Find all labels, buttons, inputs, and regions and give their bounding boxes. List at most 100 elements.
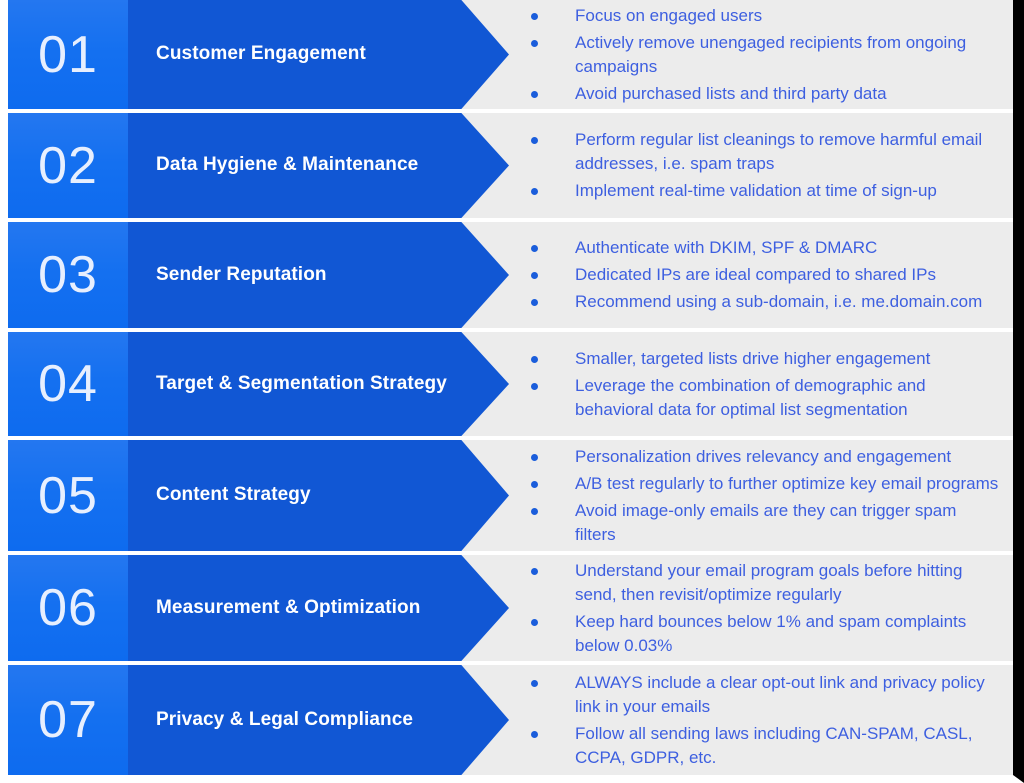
infographic-row: 06 Measurement & Optimization Understand y… [8,555,1013,665]
bullet-text: Understand your email program goals befo… [575,560,963,604]
infographic-row: 01 Customer Engagement Focus on engaged us… [8,0,1013,113]
bullet-text: Authenticate with DKIM, SPF & DMARC [575,238,878,257]
step-number: 07 [38,691,98,749]
step-number-block: 03 [8,222,128,328]
bullet-item: Perform regular list cleanings to remove… [527,128,999,176]
bullet-dot-icon [531,272,538,279]
bullet-item: Dedicated IPs are ideal compared to shar… [527,263,999,287]
bullet-item: Keep hard bounces below 1% and spam comp… [527,610,999,658]
bullet-text: Perform regular list cleanings to remove… [575,130,983,173]
bullet-dot-icon [531,679,538,687]
step-number-block: 05 [8,440,128,551]
bullet-list: Perform regular list cleanings to remove… [527,128,999,203]
bullet-list: ALWAYS include a clear opt-out link and … [527,671,999,770]
step-number-block: 01 [8,0,128,109]
bullet-dot-icon [531,453,538,461]
step-title: Sender Reputation [156,263,327,285]
bullet-text: Dedicated IPs are ideal compared to shar… [575,265,936,284]
infographic-row: 07 Privacy & Legal Compliance ALWAYS inclu… [8,665,1013,775]
bullet-dot-icon [531,507,538,515]
step-bullet-panel: Personalization drives relevancy and eng… [509,440,1013,551]
step-title-arrow: Customer Engagement [128,0,509,109]
step-title: Content Strategy [156,484,311,506]
bullet-dot-icon [531,355,538,363]
bullet-dot-icon [531,382,538,390]
bullet-item: Implement real-time validation at time o… [527,179,999,203]
bullet-dot-icon [531,245,538,252]
bullet-item: Avoid image-only emails are they can tri… [527,499,999,547]
infographic-row-list: 01 Customer Engagement Focus on engaged us… [8,0,1013,775]
step-title: Data Hygiene & Maintenance [156,154,419,176]
bullet-list: Understand your email program goals befo… [527,559,999,658]
bullet-text: ALWAYS include a clear opt-out link and … [575,672,985,716]
bullet-text: Keep hard bounces below 1% and spam comp… [575,611,967,655]
infographic-row: 05 Content Strategy Personalization drives… [8,440,1013,555]
bullet-text: Implement real-time validation at time o… [575,181,937,200]
bullet-text: Follow all sending laws including CAN-SP… [575,723,973,767]
bullet-item: Understand your email program goals befo… [527,559,999,607]
bullet-item: Authenticate with DKIM, SPF & DMARC [527,236,999,260]
bullet-item: Personalization drives relevancy and eng… [527,445,999,469]
bullet-dot-icon [531,39,538,47]
step-number-block: 04 [8,332,128,436]
bullet-item: Actively remove unengaged recipients fro… [527,31,999,79]
bullet-text: Recommend using a sub-domain, i.e. me.do… [575,292,983,311]
step-number: 03 [38,246,98,304]
step-title: Target & Segmentation Strategy [156,372,447,394]
bullet-dot-icon [531,567,538,575]
bullet-dot-icon [531,188,538,195]
step-title-arrow: Sender Reputation [128,222,509,328]
step-bullet-panel: ALWAYS include a clear opt-out link and … [509,665,1013,775]
bullet-text: Actively remove unengaged recipients fro… [575,32,967,76]
bullet-text: Avoid purchased lists and third party da… [575,83,887,103]
bullet-item: ALWAYS include a clear opt-out link and … [527,671,999,719]
step-title-arrow: Data Hygiene & Maintenance [128,113,509,218]
bullet-dot-icon [531,730,538,738]
bullet-dot-icon [531,12,538,20]
bullet-dot-icon [531,618,538,626]
step-title-arrow: Target & Segmentation Strategy [128,332,509,436]
step-number-block: 06 [8,555,128,661]
step-number: 02 [38,136,98,195]
step-number: 01 [38,25,98,84]
step-number: 06 [38,579,98,637]
step-bullet-panel: Understand your email program goals befo… [509,555,1013,661]
step-number-block: 02 [8,113,128,218]
step-title-arrow: Content Strategy [128,440,509,551]
step-title-arrow: Measurement & Optimization [128,555,509,661]
step-number-block: 07 [8,665,128,775]
bullet-list: Smaller, targeted lists drive higher eng… [527,347,999,422]
bullet-item: Avoid purchased lists and third party da… [527,82,999,106]
bullet-dot-icon [531,299,538,306]
step-bullet-panel: Smaller, targeted lists drive higher eng… [509,332,1013,436]
bullet-text: Personalization drives relevancy and eng… [575,446,952,466]
bullet-item: Recommend using a sub-domain, i.e. me.do… [527,290,999,314]
infographic-row: 02 Data Hygiene & Maintenance Perform regu… [8,113,1013,222]
bullet-item: Follow all sending laws including CAN-SP… [527,722,999,770]
step-title: Privacy & Legal Compliance [156,708,414,730]
bullet-item: Leverage the combination of demographic … [527,374,999,422]
step-title: Measurement & Optimization [156,596,421,618]
bullet-dot-icon [531,90,538,98]
infographic-row: 03 Sender Reputation Authenticate with DKI… [8,222,1013,332]
step-title: Customer Engagement [156,43,366,65]
bullet-item: Smaller, targeted lists drive higher eng… [527,347,999,371]
bullet-text: Leverage the combination of demographic … [575,375,926,419]
step-number: 05 [38,466,98,525]
bullet-list: Personalization drives relevancy and eng… [527,445,999,547]
step-bullet-panel: Perform regular list cleanings to remove… [509,113,1013,218]
bullet-list: Authenticate with DKIM, SPF & DMARC Dedic… [527,236,999,314]
bullet-item: Focus on engaged users [527,4,999,28]
step-number: 04 [38,355,98,413]
bullet-dot-icon [531,137,538,144]
bullet-text: Focus on engaged users [575,5,763,25]
bullet-dot-icon [531,480,538,488]
bullet-text: A/B test regularly to further optimize k… [575,473,999,493]
step-title-arrow: Privacy & Legal Compliance [128,665,509,775]
bullet-text: Smaller, targeted lists drive higher eng… [575,348,931,368]
bullet-item: A/B test regularly to further optimize k… [527,472,999,496]
bullet-text: Avoid image-only emails are they can tri… [575,500,957,544]
